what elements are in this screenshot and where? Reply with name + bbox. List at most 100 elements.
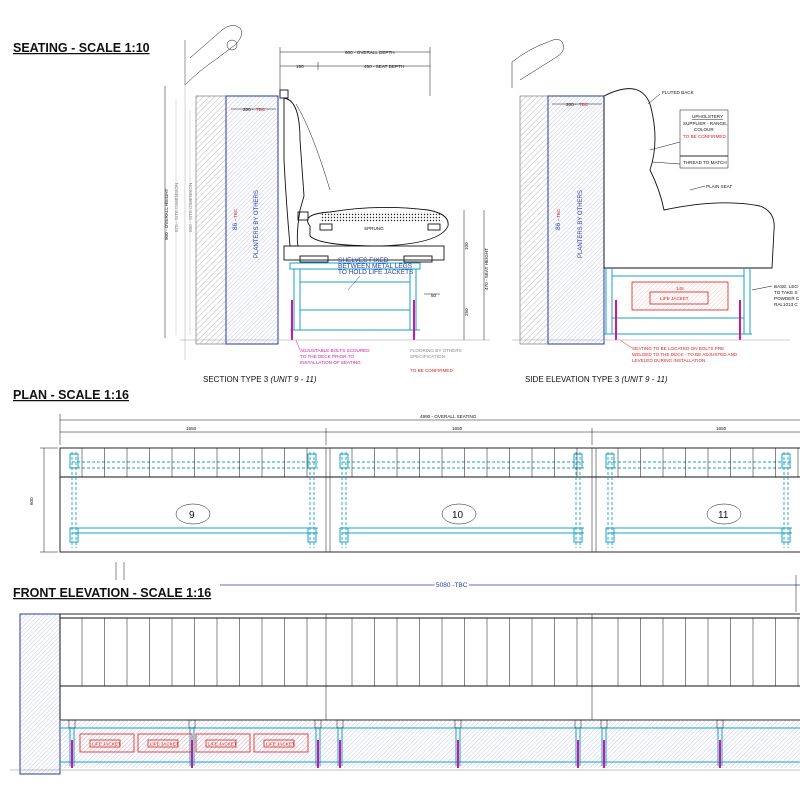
- side-planter-box: [547, 95, 605, 345]
- flooring-note: FLOORING BY OTHERS SPECIFICATION: [410, 348, 463, 359]
- front-leg-cap: [716, 719, 724, 729]
- front-leg-cap: [574, 719, 582, 729]
- upholstery-line-2: COLOUR: [694, 127, 714, 132]
- front-life-jacket-label: LIFE JACKET: [208, 742, 237, 747]
- plan-leg-foot: [781, 527, 791, 543]
- seg-dim-1: 1650: [186, 426, 197, 431]
- dim-200-tbc: TBC: [256, 107, 266, 112]
- plain-seat-label: PLAIN SEAT: [706, 184, 732, 189]
- caption-section: SECTION TYPE 3 (UNIT 9 - 11): [203, 375, 317, 384]
- front-life-jacket-tag: [263, 739, 295, 748]
- plan-leg-foot: [573, 453, 583, 469]
- seg-dim-2: 1650: [452, 426, 463, 431]
- leg-frame: [289, 262, 421, 270]
- upholstery-line-1: SUPPLIER - RANGE,: [683, 121, 727, 126]
- fluted-back-label: FLUTED BACK: [662, 90, 695, 95]
- dim-50: 50: [431, 293, 437, 298]
- unit-badge-11: [706, 503, 742, 525]
- unit-badge-9: [175, 503, 211, 525]
- dim-150: 150: [296, 64, 304, 69]
- front-life-jacket-tag: [147, 739, 179, 748]
- front-leg-cap: [188, 719, 196, 729]
- upholstery-title: UPHOLSTERY: [692, 114, 723, 119]
- planter-tbc: TBC: [233, 208, 238, 218]
- plan-view: 4990 - OVERALL SEATING 1650 1650 1650 60…: [29, 414, 800, 553]
- caption-side: SIDE ELEVATION TYPE 3 (UNIT 9 - 11): [525, 375, 668, 384]
- overall-height: 900 - OVERALL HEIGHT: [164, 188, 169, 240]
- front-life-jacket-label: LIFE JACKET: [266, 742, 295, 747]
- dim-250: 250: [464, 308, 469, 316]
- front-leg-cap: [314, 719, 322, 729]
- plan-outline: [59, 447, 800, 553]
- heading-plan: PLAN - SCALE 1:16: [13, 388, 129, 402]
- grey-dim-1: 875 - SITE DIMENSION: [174, 183, 179, 232]
- unit-badge-10: [441, 503, 477, 525]
- flooring-tbc: TO BE CONFIRMED: [410, 368, 453, 373]
- front-back-band: [59, 613, 800, 687]
- dim-200: 200 -: [243, 107, 254, 112]
- seg-dim-3: 1650: [716, 426, 727, 431]
- seating-note: SEATING TO BE LOCATED ON BOLTS PRE WELDE…: [632, 346, 739, 363]
- bolts-note: ADJUSTABLE BOLTS SCOURED TO THE DECK PRI…: [300, 348, 371, 365]
- plan-depth-dim: 600: [29, 497, 34, 505]
- life-jacket-dim: 145: [676, 286, 684, 291]
- upholstery-tbc: TO BE CONFIRMED: [683, 134, 726, 139]
- heading-seating: SEATING - SCALE 1:10: [13, 41, 150, 55]
- plan-leg-foot: [69, 453, 79, 469]
- plan-leg-foot: [573, 527, 583, 543]
- side-wall-hatch: [519, 95, 549, 345]
- seat-depth: 450 - SEAT DEPTH: [364, 64, 404, 69]
- plan-leg-foot: [781, 453, 791, 469]
- unit-label-9: 9: [189, 510, 195, 521]
- front-life-jacket-box: [195, 733, 251, 753]
- life-jacket-label: LIFE JACKET: [660, 296, 689, 301]
- side-dim-200-tbc: TBC: [579, 102, 589, 107]
- life-jacket-box: [631, 281, 729, 311]
- side-dim-200: 200 -: [566, 102, 577, 107]
- front-leg-cap: [600, 719, 608, 729]
- front-width-dim: 5080 -TBC: [436, 582, 468, 589]
- plan-leg-foot: [307, 527, 317, 543]
- planters-label: PLANTERS BY OTHERS: [254, 190, 260, 258]
- front-leg-cap: [68, 719, 76, 729]
- planter-dim: 86 -: [232, 219, 239, 230]
- side-elevation-view: PLANTERS BY OTHERS 86 - TBC 200 - TBC FL…: [511, 39, 800, 384]
- dim-100: 100: [464, 242, 469, 250]
- front-leg-cap: [336, 719, 344, 729]
- plan-leg-foot: [605, 453, 615, 469]
- section-view: PLANTERS BY OTHERS 86 - TBC 200 - TBC 60…: [164, 25, 490, 384]
- unit-label-10: 10: [452, 510, 464, 521]
- shelves-note: SHELVES FIXED BETWEEN METAL LEGS TO HOLD…: [338, 257, 414, 276]
- front-life-jacket-box: [137, 733, 193, 753]
- thread-label: THREAD TO MATCH: [683, 160, 727, 165]
- front-life-jacket-label: LIFE JACKET: [150, 742, 179, 747]
- overall-depth: 600 - OVERALL DEPTH: [345, 50, 395, 55]
- front-life-jacket-tag: [89, 739, 121, 748]
- front-life-jacket-tag: [205, 739, 237, 748]
- base-note: BASE: LEG TO TAKE S POWDER C RAL1013 C: [774, 284, 800, 307]
- front-life-jacket-label: LIFE JACKET: [92, 742, 121, 747]
- plan-leg-foot: [339, 527, 349, 543]
- overall-seating-dim: 4990 - OVERALL SEATING: [420, 414, 477, 419]
- planter-box: [225, 95, 279, 345]
- heading-front-elevation: FRONT ELEVATION - SCALE 1:16: [13, 586, 211, 600]
- plan-leg-foot: [605, 527, 615, 543]
- front-life-jacket-box: [253, 733, 309, 753]
- plan-leg-foot: [307, 453, 317, 469]
- side-planter-dim: 86 -: [555, 219, 562, 230]
- front-wall-hatch: [19, 613, 61, 775]
- seat-height: 470 - SEAT HEIGHT: [484, 248, 489, 290]
- sprung-label: SPRUNG: [364, 226, 384, 231]
- side-planters-label: PLANTERS BY OTHERS: [578, 190, 584, 258]
- plan-leg-foot: [339, 453, 349, 469]
- plan-leg-foot: [69, 527, 79, 543]
- grey-dim-2: 850 - SITE DIMENSION: [188, 183, 193, 232]
- wall-hatch: [195, 95, 227, 345]
- front-seat-band: [59, 685, 800, 721]
- front-life-jacket-box: [79, 733, 135, 753]
- front-leg-cap: [454, 719, 462, 729]
- front-width-dim-text: 5080 -TBC: [436, 582, 468, 589]
- side-planter-tbc: TBC: [556, 208, 561, 218]
